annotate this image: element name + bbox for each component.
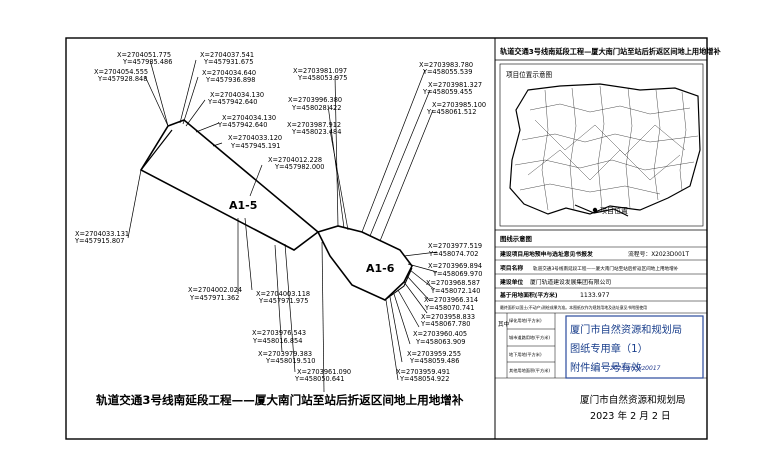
coord-1-y: Y=457935.486: [122, 58, 172, 66]
coord-24-x: X=2703966.314: [424, 296, 478, 304]
coord-1-x: X=2704051.775: [117, 51, 171, 59]
map-marker-label: 项目位置: [600, 206, 628, 215]
coord-17-x: X=2703987.912: [287, 121, 341, 129]
coord-10-y: Y=457971.362: [189, 294, 239, 302]
sub-row-4: 其他用地面积(平方米): [509, 367, 550, 374]
legend-label: 图线示意图: [500, 234, 532, 243]
row-value-flow: 流程号：X2023D001T: [628, 250, 689, 258]
row-label-flow: 建设项目用地预申与选址意见书报发: [499, 250, 593, 258]
district-lines: [514, 85, 699, 211]
coord-13-x: X=2703979.383: [258, 350, 312, 358]
coord-19-y: Y=458059.455: [422, 88, 472, 96]
coord-25-y: Y=458067.780: [420, 320, 470, 328]
coord-5-y: Y=457942.640: [207, 98, 257, 106]
row-label-project: 项目名称: [500, 264, 523, 272]
coord-21-x: X=2703977.519: [428, 242, 482, 250]
coord-5-x: X=2704034.130: [210, 91, 264, 99]
coord-22-y: Y=458069.970: [432, 270, 482, 278]
coord-20-x: X=2703985.100: [432, 101, 486, 109]
sub-row-1: 绿化用地(平方米): [509, 317, 542, 324]
side-char: 其中: [498, 320, 510, 328]
site-plan: A1-5 A1-6: [74, 51, 486, 407]
parcel-a1-6-boundary: [316, 225, 413, 301]
parcel-label-a1-6: A1-6: [366, 262, 395, 275]
coord-2-y: Y=457928.848: [97, 75, 147, 83]
coord-26-x: X=2703960.405: [413, 330, 467, 338]
coord-7-x: X=2704033.120: [228, 134, 282, 142]
coord-9-x: X=2704033.131: [75, 230, 129, 238]
coast-outline: [509, 83, 701, 215]
location-map: 项目位置示意图 项目位置: [499, 63, 704, 227]
coord-14-x: X=2703961.090: [297, 368, 351, 376]
coord-15-y: Y=458053.975: [297, 74, 347, 82]
row-value-builder: 厦门轨道建设发展集团有限公司: [530, 278, 611, 286]
coord-21-y: Y=458074.702: [428, 250, 478, 258]
sheet-frame: [65, 37, 708, 440]
coord-23-x: X=2703968.587: [426, 279, 480, 287]
coord-8-x: X=2704012.228: [268, 156, 322, 164]
info-table: 建设项目用地预申与选址意见书报发 流程号：X2023D001T 项目名称 轨道交…: [495, 250, 707, 379]
map-caption: 项目位置示意图: [506, 70, 553, 79]
plan-main-title: 轨道交通3号线南延段工程——厦大南门站至站后折返区间地上用地增补: [96, 393, 464, 407]
coord-4-x: X=2704034.640: [202, 69, 256, 77]
coord-7-y: Y=457945.191: [230, 142, 280, 150]
coord-27-y: Y=458059.486: [409, 357, 459, 365]
location-marker-icon: [592, 207, 598, 213]
coord-27-x: X=2703959.255: [407, 350, 461, 358]
coord-12-x: X=2703976.543: [252, 329, 306, 337]
coord-28-y: Y=458054.922: [399, 375, 449, 383]
row-value-project: 轨道交通3号线南延段工程——厦大南门站至站后折返区间地上用地增补: [533, 265, 679, 272]
coord-25-x: X=2703958.833: [421, 313, 475, 321]
coord-10-x: X=2704002.024: [188, 286, 242, 294]
coord-28-x: X=2703959.491: [396, 368, 450, 376]
coord-18-y: Y=458055.539: [422, 68, 472, 76]
row-label-builder: 建设单位: [499, 278, 523, 286]
row-value-area: 1133.977: [580, 292, 610, 299]
coord-19-x: X=2703981.327: [428, 81, 482, 89]
coord-12-y: Y=458016.854: [252, 337, 302, 345]
sub-row-3: 地下用地(平方米): [509, 351, 542, 358]
coord-15-x: X=2703981.097: [293, 67, 347, 75]
coord-6-y: Y=457942.640: [217, 121, 267, 129]
row-label-area: 基于用地面积(平方米): [499, 291, 558, 299]
coord-11-y: Y=457971.975: [258, 297, 308, 305]
leader-lines: [127, 59, 438, 393]
coord-3-x: X=2704037.541: [200, 51, 254, 59]
stamp-line-1: 厦门市自然资源和规划局: [570, 323, 682, 336]
issue-date: 2023 年 2 月 2 日: [590, 410, 671, 422]
coord-23-y: Y=458072.140: [430, 287, 480, 295]
sub-row-2: 城市道路用地(平方米): [509, 334, 550, 341]
parcel-a1-5-edge: [140, 129, 173, 171]
stamp-line-3: 附件编号号有效: [570, 361, 641, 374]
coord-24-y: Y=458070.741: [424, 304, 474, 312]
area-note: 最终面积以国土(不动产)测绘成果为准。本图纸仅作为规划用地及选址意见书附图使用: [500, 305, 647, 310]
coord-13-y: Y=458019.510: [265, 357, 315, 365]
coord-18-x: X=2703983.780: [419, 61, 473, 69]
panel-title: 轨道交通3号线南延段工程—厦大南门站至站后折返区间地上用地增补: [500, 47, 721, 56]
coord-16-y: Y=458028.422: [291, 104, 341, 112]
coord-17-y: Y=458023.484: [291, 128, 341, 136]
stamp-code: 2023xm3xz0017: [610, 365, 661, 372]
coord-11-x: X=2704003.118: [256, 290, 310, 298]
coord-9-y: Y=457915.807: [74, 237, 124, 245]
issuer: 厦门市自然资源和规划局: [580, 394, 686, 406]
stamp-line-2: 图纸专用章（1）: [570, 342, 648, 355]
coord-4-y: Y=457936.898: [205, 76, 255, 84]
parcel-a1-5-boundary: [139, 119, 320, 251]
coord-8-y: Y=457982.000: [274, 163, 324, 171]
coord-20-y: Y=458061.512: [426, 108, 476, 116]
official-stamp: 厦门市自然资源和规划局 图纸专用章（1） 附件编号号有效 2023xm3xz00…: [565, 315, 704, 379]
coord-6-x: X=2704034.130: [222, 114, 276, 122]
parcel-a1-6-arc: [384, 267, 413, 301]
parcel-label-a1-5: A1-5: [229, 199, 257, 212]
info-panel: 轨道交通3号线南延段工程—厦大南门站至站后折返区间地上用地增补 项目位置示意图: [495, 47, 721, 422]
coord-3-y: Y=457931.675: [203, 58, 253, 66]
coord-22-x: X=2703969.894: [428, 262, 482, 270]
coord-14-y: Y=458050.641: [294, 375, 344, 383]
coord-16-x: X=2703996.380: [288, 96, 342, 104]
coord-2-x: X=2704054.555: [94, 68, 148, 76]
coord-26-y: Y=458063.909: [415, 338, 465, 346]
